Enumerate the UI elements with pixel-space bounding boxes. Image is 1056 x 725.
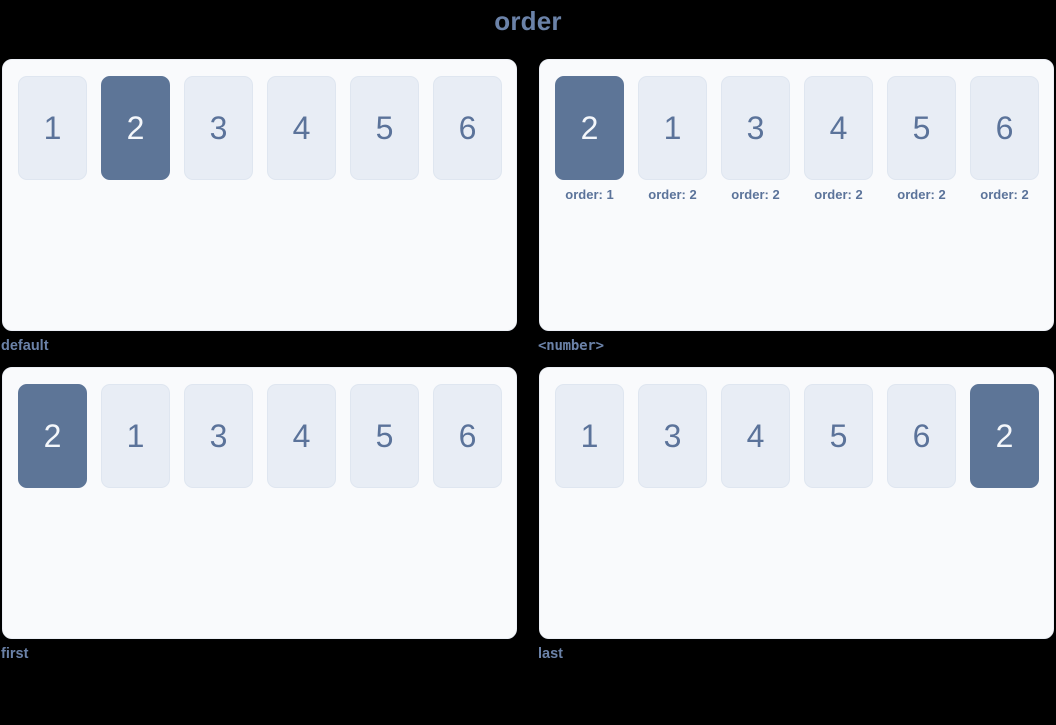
order-sublabel: order: 2 <box>731 187 780 202</box>
flex-item: 1 order: 2 <box>638 76 707 203</box>
panel-label: default <box>1 338 49 354</box>
flex-item: 2 <box>970 384 1039 488</box>
order-sublabel: order: 2 <box>897 187 946 202</box>
flex-item: 5 <box>804 384 873 488</box>
flex-item-box[interactable]: 3 <box>638 384 707 488</box>
flex-item-box[interactable]: 1 <box>555 384 624 488</box>
flex-item: 3 <box>638 384 707 488</box>
page-title: order <box>494 6 562 36</box>
flex-item: 1 <box>101 384 170 488</box>
flex-item: 4 <box>267 384 336 488</box>
flex-item: 4 <box>267 76 336 180</box>
flex-item: 3 order: 2 <box>721 76 790 203</box>
flex-item-box[interactable]: 6 <box>887 384 956 488</box>
panel-label: <number> <box>538 338 604 354</box>
panel-number: 2 order: 1 1 order: 2 3 order: 2 4 order: 2 5 ord… <box>538 59 1054 354</box>
flex-item-box[interactable]: 3 <box>184 384 253 488</box>
flex-item: 6 <box>433 384 502 488</box>
flex-item: 1 <box>555 384 624 488</box>
order-sublabel: order: 1 <box>565 187 614 202</box>
flex-item-box[interactable]: 6 <box>970 76 1039 180</box>
flex-item-box[interactable]: 4 <box>267 384 336 488</box>
flex-item: 4 <box>721 384 790 488</box>
flex-item-box[interactable]: 1 <box>638 76 707 180</box>
order-sublabel: order: 2 <box>814 187 863 202</box>
flex-item-box-highlighted[interactable]: 2 <box>18 384 87 488</box>
flex-item: 2 <box>101 76 170 180</box>
demo-card: 2 order: 1 1 order: 2 3 order: 2 4 order: 2 5 ord… <box>539 59 1054 331</box>
flex-item-box[interactable]: 4 <box>804 76 873 180</box>
flex-item-box-highlighted[interactable]: 2 <box>555 76 624 180</box>
flex-item-box[interactable]: 6 <box>433 76 502 180</box>
flex-item-box[interactable]: 5 <box>350 76 419 180</box>
panel-label: first <box>1 646 29 662</box>
flex-item-box[interactable]: 3 <box>184 76 253 180</box>
flex-item: 6 <box>433 76 502 180</box>
flex-item-box[interactable]: 4 <box>267 76 336 180</box>
order-sublabel: order: 2 <box>980 187 1029 202</box>
flex-item-box[interactable]: 3 <box>721 76 790 180</box>
flex-item: 2 <box>18 384 87 488</box>
flex-item: 2 order: 1 <box>555 76 624 203</box>
flex-item: 5 <box>350 76 419 180</box>
flex-item-box-highlighted[interactable]: 2 <box>970 384 1039 488</box>
flex-container: 2 order: 1 1 order: 2 3 order: 2 4 order: 2 5 ord… <box>555 76 1053 203</box>
flex-item: 6 <box>887 384 956 488</box>
flex-item-box[interactable]: 6 <box>433 384 502 488</box>
flex-item: 6 order: 2 <box>970 76 1039 203</box>
order-sublabel: order: 2 <box>648 187 697 202</box>
flex-item-box[interactable]: 5 <box>804 384 873 488</box>
flex-item-box[interactable]: 5 <box>887 76 956 180</box>
panel-label: last <box>538 646 563 662</box>
flex-item-box[interactable]: 1 <box>18 76 87 180</box>
flex-item: 3 <box>184 384 253 488</box>
flex-item-box-highlighted[interactable]: 2 <box>101 76 170 180</box>
flex-item-box[interactable]: 1 <box>101 384 170 488</box>
flex-item: 3 <box>184 76 253 180</box>
flex-item-box[interactable]: 5 <box>350 384 419 488</box>
flex-item: 1 <box>18 76 87 180</box>
flex-item: 5 order: 2 <box>887 76 956 203</box>
flex-item: 4 order: 2 <box>804 76 873 203</box>
flex-item-box[interactable]: 4 <box>721 384 790 488</box>
flex-item: 5 <box>350 384 419 488</box>
